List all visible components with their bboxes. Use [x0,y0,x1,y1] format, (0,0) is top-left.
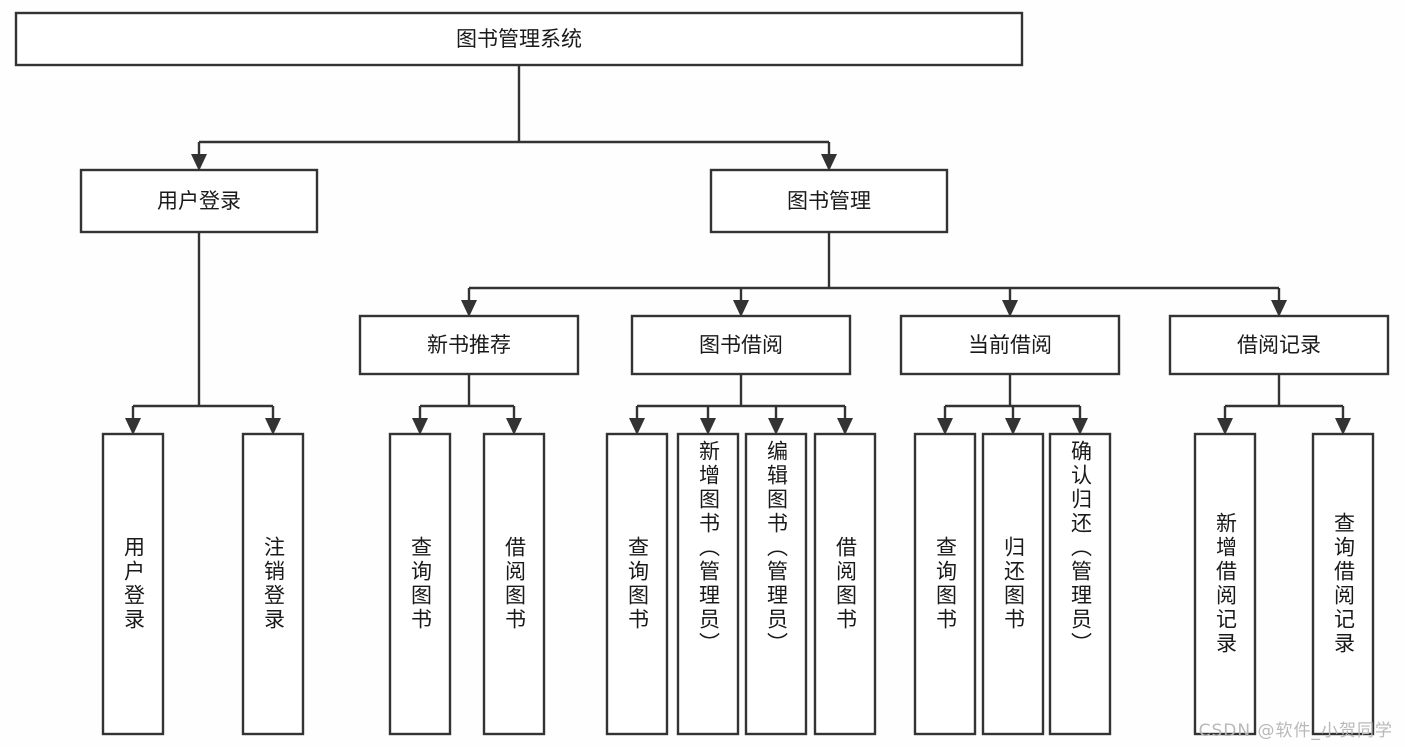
node-leaf-rec-add-record[interactable] [1193,432,1257,736]
node-box[interactable] [482,432,546,736]
node-box[interactable] [358,314,580,376]
node-box[interactable] [630,314,852,376]
node-box[interactable] [709,168,949,234]
node-box[interactable] [605,432,669,736]
arrow-head-icon [191,154,207,171]
node-current-borrow[interactable]: 当前借阅 [899,314,1121,376]
node-label: 当前借阅 [968,333,1052,357]
node-label: 图书管理系统 [456,27,582,51]
node-box[interactable] [14,11,1024,67]
node-label: 用户登录 [157,189,241,213]
watermark-label: CSDN @软件_小贺同学 [1198,721,1393,741]
node-leaf-borrow-add-book[interactable] [676,432,740,736]
node-leaf-cur-query-book[interactable] [913,432,977,736]
node-box[interactable] [981,432,1045,736]
node-leaf-borrow-query-book[interactable] [605,432,669,736]
arrow-head-icon [768,418,784,435]
node-borrow-record[interactable]: 借阅记录 [1168,314,1390,376]
arrow-head-icon [937,418,953,435]
node-box[interactable] [913,432,977,736]
arrow-head-icon [1271,300,1287,317]
arrow-head-icon [412,418,428,435]
arrow-head-icon [1217,418,1233,435]
node-leaf-user-login[interactable] [101,432,165,736]
node-label: 借阅记录 [1237,333,1321,357]
node-leaf-rec-query-record[interactable] [1311,432,1375,736]
arrow-head-icon [733,300,749,317]
node-box[interactable] [1168,314,1390,376]
node-leaf-rec-query-book[interactable] [388,432,452,736]
arrow-head-icon [629,418,645,435]
arrow-head-icon [506,418,522,435]
arrow-head-icon [1072,418,1088,435]
arrow-head-icon [700,418,716,435]
arrow-head-icon [461,300,477,317]
node-leaf-borrow-lend-book[interactable] [813,432,877,736]
node-box[interactable] [1193,432,1257,736]
node-leaf-rec-borrow-book[interactable] [482,432,546,736]
arrow-head-icon [125,418,141,435]
node-box[interactable] [1311,432,1375,736]
node-user-login[interactable]: 用户登录 [79,168,319,234]
node-box[interactable] [813,432,877,736]
arrow-head-icon [1335,418,1351,435]
node-label: 图书管理 [787,189,871,213]
node-leaf-cur-return-book[interactable] [981,432,1045,736]
arrow-head-icon [821,154,837,171]
node-box[interactable] [388,432,452,736]
node-book-borrow[interactable]: 图书借阅 [630,314,852,376]
arrow-head-icon [265,418,281,435]
arrow-head-icon [1002,300,1018,317]
arrow-head-icon [837,418,853,435]
node-box[interactable] [744,432,808,736]
arrow-head-icon [1005,418,1021,435]
node-box[interactable] [79,168,319,234]
connector-layer [125,65,1351,435]
node-book-manage[interactable]: 图书管理 [709,168,949,234]
node-label: 新书推荐 [427,333,511,357]
node-box[interactable] [1048,432,1112,736]
node-box[interactable] [101,432,165,736]
node-label: 图书借阅 [699,333,783,357]
node-box[interactable] [676,432,740,736]
node-box[interactable] [899,314,1121,376]
node-root[interactable]: 图书管理系统 [14,11,1024,67]
node-leaf-user-logout[interactable] [241,432,305,736]
node-new-book-rec[interactable]: 新书推荐 [358,314,580,376]
node-leaf-borrow-edit-book[interactable] [744,432,808,736]
node-box[interactable] [241,432,305,736]
node-leaf-cur-confirm-return[interactable] [1048,432,1112,736]
